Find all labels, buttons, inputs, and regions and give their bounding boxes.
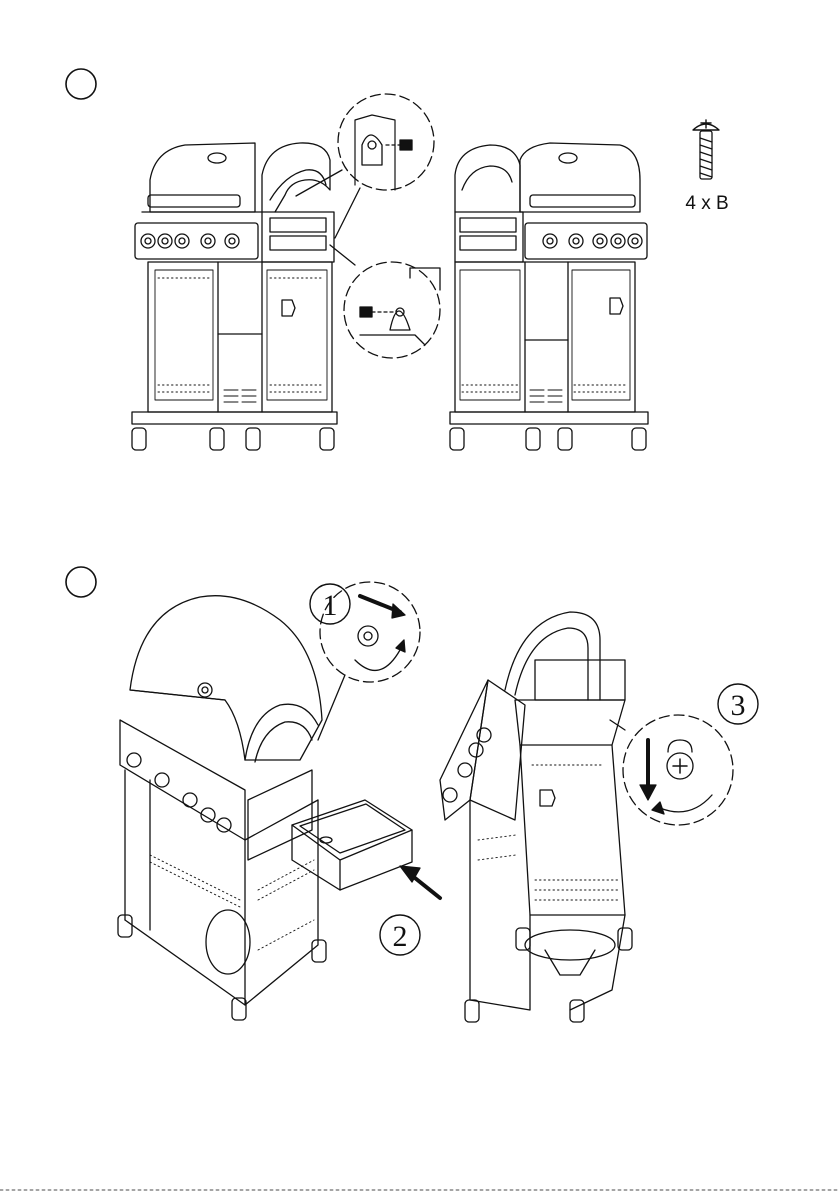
screw-icon bbox=[693, 120, 719, 179]
svg-text:2: 2 bbox=[393, 920, 408, 953]
callout-label-1: 1 bbox=[310, 584, 350, 624]
grill-back-view bbox=[450, 143, 648, 450]
callout-label-3: 3 bbox=[718, 684, 758, 724]
detail-callout-upper bbox=[296, 94, 434, 238]
grill-isometric-right bbox=[440, 612, 632, 1022]
step2-marker bbox=[66, 567, 96, 597]
grill-front-view bbox=[132, 143, 337, 450]
hardware-quantity: 4 x B bbox=[685, 193, 728, 214]
svg-text:3: 3 bbox=[731, 689, 746, 722]
svg-text:1: 1 bbox=[323, 589, 338, 622]
side-burner-shelf bbox=[292, 800, 412, 890]
step1-marker bbox=[66, 69, 96, 99]
detail-callout-lower bbox=[330, 245, 440, 358]
callout-label-2: 2 bbox=[380, 915, 420, 955]
insert-arrow bbox=[400, 866, 440, 898]
grill-isometric-left bbox=[118, 596, 326, 1020]
detail-callout-step2-3 bbox=[610, 715, 733, 825]
hardware-b: 4 x B bbox=[685, 120, 728, 214]
